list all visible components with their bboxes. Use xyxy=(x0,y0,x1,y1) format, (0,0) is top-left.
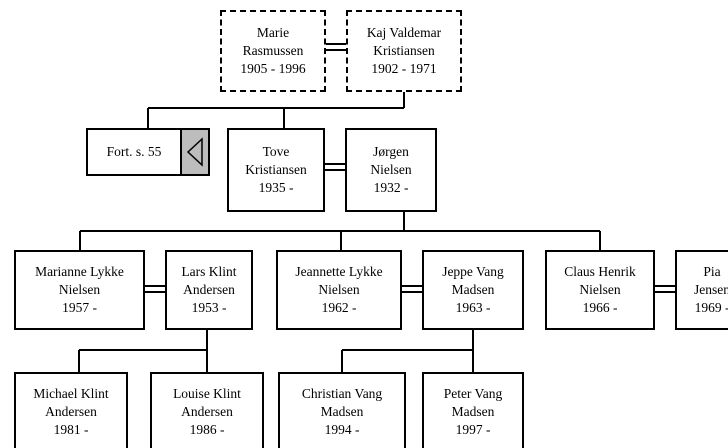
person-years: 1994 - xyxy=(324,422,360,437)
person-name-line2: Madsen xyxy=(451,404,495,419)
person-name-line1: Claus Henrik xyxy=(564,264,636,279)
person-card-peter-vang-madsen[interactable]: Peter Vang Madsen 1997 - xyxy=(422,372,524,448)
person-card-tove-kristiansen[interactable]: Tove Kristiansen 1935 - xyxy=(227,128,325,212)
person-name-line1: Jeppe Vang xyxy=(442,264,504,279)
person-years: 1962 - xyxy=(321,300,357,315)
person-name-line1: Peter Vang xyxy=(443,386,503,401)
person-name-line2: Kristiansen xyxy=(245,162,307,177)
person-name-line1: Kaj Valdemar xyxy=(366,25,442,40)
person-name-line1: Marie xyxy=(256,25,290,40)
person-card-kaj-valdemar-kristiansen[interactable]: Kaj Valdemar Kristiansen 1902 - 1971 xyxy=(346,10,462,92)
person-name-line1: Christian Vang xyxy=(301,386,383,401)
person-card-lars-klint-andersen[interactable]: Lars Klint Andersen 1953 - xyxy=(165,250,253,330)
person-years: 1986 - xyxy=(189,422,225,437)
left-triangle-icon[interactable] xyxy=(180,130,208,174)
person-name-line2: Kristiansen xyxy=(373,43,435,58)
person-card-jorgen-nielsen[interactable]: Jørgen Nielsen 1932 - xyxy=(345,128,437,212)
person-name-line1: Louise Klint xyxy=(173,386,241,401)
person-name-line1: Lars Klint xyxy=(181,264,237,279)
person-name-line2: Andersen xyxy=(183,282,235,297)
page-reference-label: Fort. s. 55 xyxy=(106,144,162,159)
person-card-christian-vang-madsen[interactable]: Christian Vang Madsen 1994 - xyxy=(278,372,406,448)
person-name-line1: Jørgen xyxy=(373,144,409,159)
person-years: 1932 - xyxy=(373,180,409,195)
person-name-line2: Andersen xyxy=(181,404,233,419)
person-name-line2: Jensen xyxy=(694,282,728,297)
person-years: 1902 - 1971 xyxy=(371,61,437,76)
person-card-pia-jensen[interactable]: Pia Jensen 1969 - xyxy=(675,250,728,330)
person-card-claus-henrik-nielsen[interactable]: Claus Henrik Nielsen 1966 - xyxy=(545,250,655,330)
person-name-line1: Jeannette Lykke xyxy=(295,264,383,279)
person-name-line2: Andersen xyxy=(45,404,97,419)
page-reference-box[interactable]: Fort. s. 55 xyxy=(86,128,210,176)
person-years: 1957 - xyxy=(62,300,97,315)
person-years: 1997 - xyxy=(455,422,491,437)
person-name-line1: Michael Klint xyxy=(33,386,109,401)
person-name-line2: Nielsen xyxy=(318,282,360,297)
person-name-line2: Nielsen xyxy=(58,282,101,297)
person-years: 1981 - xyxy=(53,422,89,437)
person-name-line2: Rasmussen xyxy=(242,43,304,58)
person-name-line2: Madsen xyxy=(320,404,364,419)
person-years: 1935 - xyxy=(258,180,294,195)
person-years: 1953 - xyxy=(191,300,227,315)
person-name-line1: Pia xyxy=(703,264,721,279)
person-years: 1969 - xyxy=(694,300,728,315)
person-years: 1966 - xyxy=(582,300,618,315)
person-name-line2: Madsen xyxy=(451,282,495,297)
person-name-line1: Marianne Lykke xyxy=(35,264,124,279)
person-name-line1: Tove xyxy=(262,144,290,159)
person-card-jeannette-lykke-nielsen[interactable]: Jeannette Lykke Nielsen 1962 - xyxy=(276,250,402,330)
person-card-louise-klint-andersen[interactable]: Louise Klint Andersen 1986 - xyxy=(150,372,264,448)
person-card-michael-klint-andersen[interactable]: Michael Klint Andersen 1981 - xyxy=(14,372,128,448)
person-name-line2: Nielsen xyxy=(579,282,621,297)
person-card-marianne-lykke-nielsen[interactable]: Marianne Lykke Nielsen 1957 - xyxy=(14,250,145,330)
person-years: 1963 - xyxy=(455,300,491,315)
person-card-jeppe-vang-madsen[interactable]: Jeppe Vang Madsen 1963 - xyxy=(422,250,524,330)
person-years: 1905 - 1996 xyxy=(240,61,306,76)
person-name-line2: Nielsen xyxy=(370,162,412,177)
person-card-marie-rasmussen[interactable]: Marie Rasmussen 1905 - 1996 xyxy=(220,10,326,92)
